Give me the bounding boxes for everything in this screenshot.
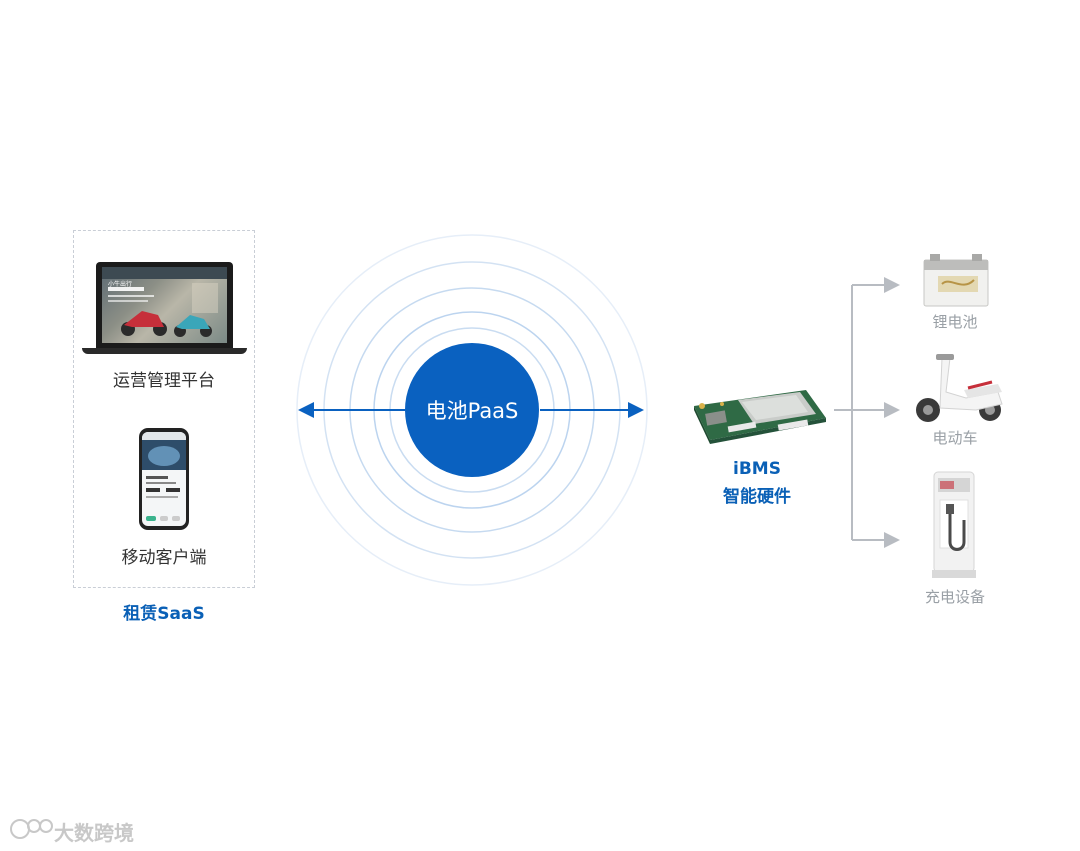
ibms-name: iBMS <box>690 459 824 479</box>
laptop-base <box>82 348 247 354</box>
battery-icon <box>922 250 990 308</box>
laptop-display: 小牛出行 <box>102 267 227 343</box>
saas-group-label: 租赁SaaS <box>73 599 255 624</box>
device-label-scooter: 电动车 <box>905 427 1005 448</box>
mobile-label: 移动客户端 <box>73 543 255 568</box>
ibms-subtitle: 智能硬件 <box>690 482 824 507</box>
battery-paas-node: 电池PaaS <box>405 343 539 477</box>
charging-station-icon <box>930 470 978 582</box>
device-connector <box>834 285 896 540</box>
watermark-text: 大数跨境 <box>54 817 134 846</box>
ibms-board-icon <box>688 384 828 444</box>
watermark-logo-icon <box>8 814 54 844</box>
paas-title: 电池PaaS <box>426 395 519 425</box>
laptop-screen-title: 小牛出行 <box>108 279 132 288</box>
scooter-icon <box>906 352 1006 424</box>
mobile-phone-icon <box>139 428 189 530</box>
laptop-icon: 小牛出行 <box>96 262 233 348</box>
ibms-board-art <box>688 384 828 444</box>
phone-screen-art <box>142 432 186 526</box>
device-label-charger: 充电设备 <box>905 586 1005 607</box>
device-label-battery: 锂电池 <box>905 311 1005 332</box>
laptop-label: 运营管理平台 <box>73 366 255 391</box>
phone-screen <box>142 432 186 526</box>
